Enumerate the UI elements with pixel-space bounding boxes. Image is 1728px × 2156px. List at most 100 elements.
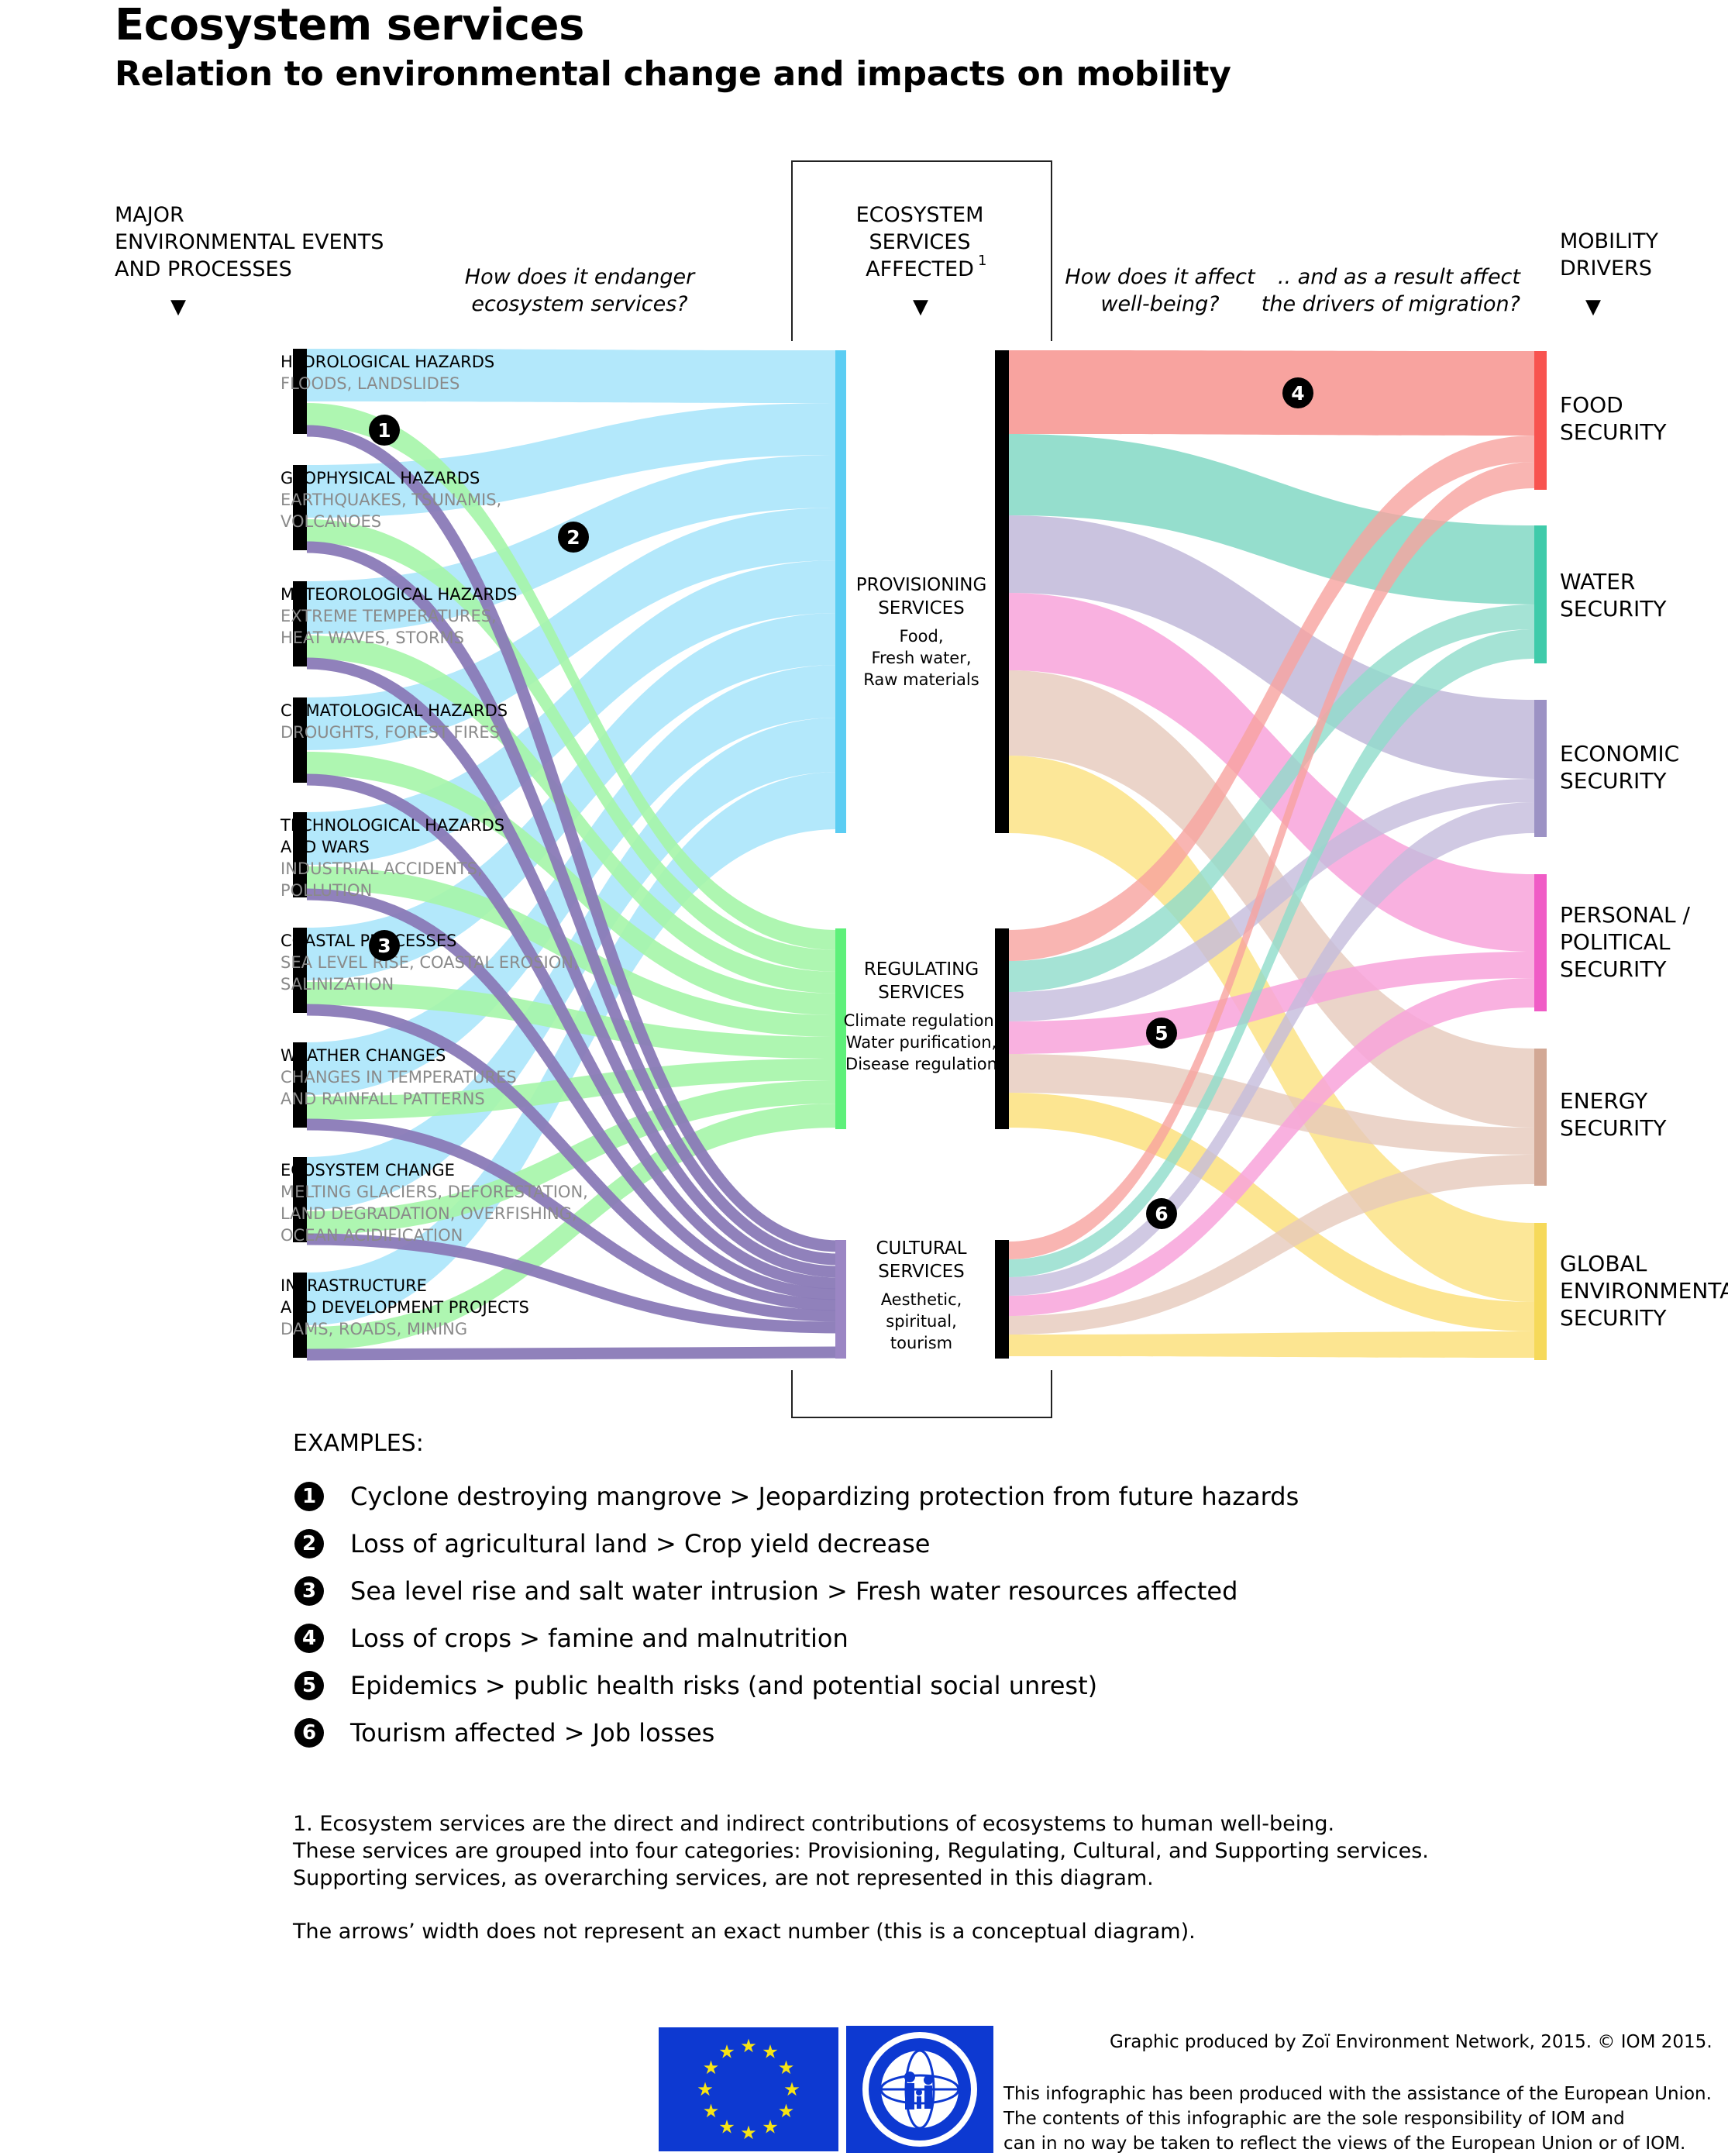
drivers-question: .. and as a result affect [1278, 265, 1521, 289]
provisioning-flow [307, 613, 838, 980]
driver-label: WATER [1560, 569, 1635, 594]
energy-security-flow [1009, 1155, 1534, 1335]
food-security-flow [1009, 462, 1534, 1259]
service-detail: Aesthetic, [881, 1290, 962, 1309]
event-node-bar [293, 697, 307, 783]
event-label: TECHNOLOGICAL HAZARDS [280, 816, 504, 835]
service-label: PROVISIONING [856, 575, 987, 595]
example-number-badge: 3 [294, 1576, 324, 1606]
driver-label: POLITICAL [1560, 929, 1671, 955]
cultural-flow [306, 888, 839, 1300]
eu-star-icon: ★ [718, 2041, 735, 2063]
service-detail: Raw materials [863, 670, 979, 689]
eu-star-icon: ★ [697, 2079, 714, 2100]
provisioning-flow [307, 349, 838, 403]
regulating-flow [307, 635, 838, 994]
drivers-header: DRIVERS [1560, 257, 1652, 281]
eu-star-icon: ★ [762, 2116, 779, 2137]
example-marker-6 [1146, 1198, 1177, 1229]
wellbeing-question: well-being? [1100, 292, 1219, 316]
provisioning-flow [307, 403, 838, 518]
event-label: AND DEVELOPMENT PROJECTS [281, 1298, 529, 1317]
driver-label: SECURITY [1560, 956, 1667, 982]
driver-label: SECURITY [1560, 419, 1667, 445]
bracket-bottom [791, 1370, 1052, 1418]
example-marker-number: 6 [1155, 1203, 1168, 1225]
cultural-flow [306, 541, 839, 1266]
driver-label: SECURITY [1560, 596, 1667, 622]
global-security-flow [1009, 1093, 1534, 1331]
endanger-question: ecosystem services? [471, 292, 687, 316]
graphic-credit: Graphic produced by Zoï Environment Netw… [1110, 2032, 1713, 2052]
bracket-top [791, 160, 1052, 341]
cultural-flow [306, 1004, 839, 1311]
global-security-flow [1009, 1331, 1534, 1358]
service-output-bar [995, 350, 1009, 833]
eu-star-icon: ★ [783, 2079, 800, 2100]
eu-star-icon: ★ [778, 2100, 795, 2122]
example-number-badge: 5 [294, 1671, 324, 1700]
driver-node-bar [1534, 1223, 1547, 1360]
driver-label: PERSONAL / [1560, 902, 1690, 928]
example-text: Loss of agricultural land > Crop yield d… [350, 1529, 931, 1558]
service-detail: Disease regulation [845, 1055, 997, 1073]
driver-label: SECURITY [1560, 1115, 1667, 1141]
eu-star-icon: ★ [703, 2100, 720, 2122]
event-label: INFRASTRUCTURE [281, 1276, 427, 1295]
driver-node-bar [1534, 1049, 1547, 1186]
example-text: Loss of crops > famine and malnutrition [350, 1624, 849, 1653]
regulating-flow [307, 403, 838, 950]
service-detail: tourism [890, 1334, 952, 1352]
eu-disclaimer: This infographic has been produced with … [1003, 2082, 1712, 2156]
food-security-flow [1009, 436, 1534, 961]
examples-title: EXAMPLES: [293, 1430, 424, 1457]
event-node-bar [293, 465, 307, 550]
driver-node-bar [1534, 874, 1547, 1011]
service-detail: Fresh water, [871, 649, 971, 667]
event-label: WEATHER CHANGES [281, 1046, 446, 1065]
example-marker-number: 1 [377, 419, 391, 442]
events-header: ENVIRONMENTAL EVENTS [115, 230, 384, 254]
event-node-bar [293, 812, 307, 897]
service-label: SERVICES [878, 1262, 965, 1282]
example-marker-number: 5 [1155, 1022, 1168, 1045]
driver-label: FOOD [1560, 392, 1623, 418]
driver-label: ECONOMIC [1560, 741, 1679, 766]
eu-flag-logo: ★★★★★★★★★★★★ [659, 2027, 838, 2151]
example-number-badge: 4 [294, 1624, 324, 1653]
event-detail: DAMS, ROADS, MINING [281, 1320, 467, 1338]
cultural-flow [306, 425, 839, 1252]
example-text: Cyclone destroying mangrove > Jeopardizi… [350, 1482, 1299, 1511]
services-header: ECOSYSTEM [856, 203, 984, 227]
event-label: CLIMATOLOGICAL HAZARDS [281, 701, 508, 720]
event-node-bar [293, 1273, 307, 1358]
event-node-bar [293, 349, 307, 434]
regulating-flow [307, 752, 838, 1015]
eu-star-icon: ★ [718, 2116, 735, 2137]
flows-events-to-services [306, 349, 947, 1361]
drivers-question: the drivers of migration? [1262, 292, 1520, 316]
eu-star-icon: ★ [740, 2035, 757, 2057]
regulating-flow [307, 519, 838, 972]
event-detail: POLLUTION [281, 881, 372, 900]
example-marker-4 [1282, 377, 1313, 408]
example-number-badge: 1 [294, 1482, 324, 1511]
disclaimer-line: The contents of this infographic are the… [1003, 2109, 1625, 2129]
personal-security-flow [1009, 952, 1534, 1054]
event-detail: HEAT WAVES, STORMS [281, 629, 464, 647]
services-header: AFFECTED [866, 257, 974, 281]
cultural-flow [306, 1346, 839, 1361]
iom-emblem-icon [846, 2026, 993, 2153]
events-header: MAJOR [115, 203, 184, 227]
event-label: GEOPHYSICAL HAZARDS [281, 469, 480, 487]
example-marker-5 [1146, 1018, 1177, 1049]
event-node-bar [293, 581, 307, 666]
eu-star-icon: ★ [740, 2122, 757, 2144]
service-label: CULTURAL [876, 1238, 966, 1259]
event-node-bar [293, 1157, 307, 1242]
service-detail: Climate regulation, [844, 1011, 1000, 1030]
water-security-flow [1009, 629, 1534, 1277]
example-text: Sea level rise and salt water intrusion … [350, 1576, 1238, 1606]
